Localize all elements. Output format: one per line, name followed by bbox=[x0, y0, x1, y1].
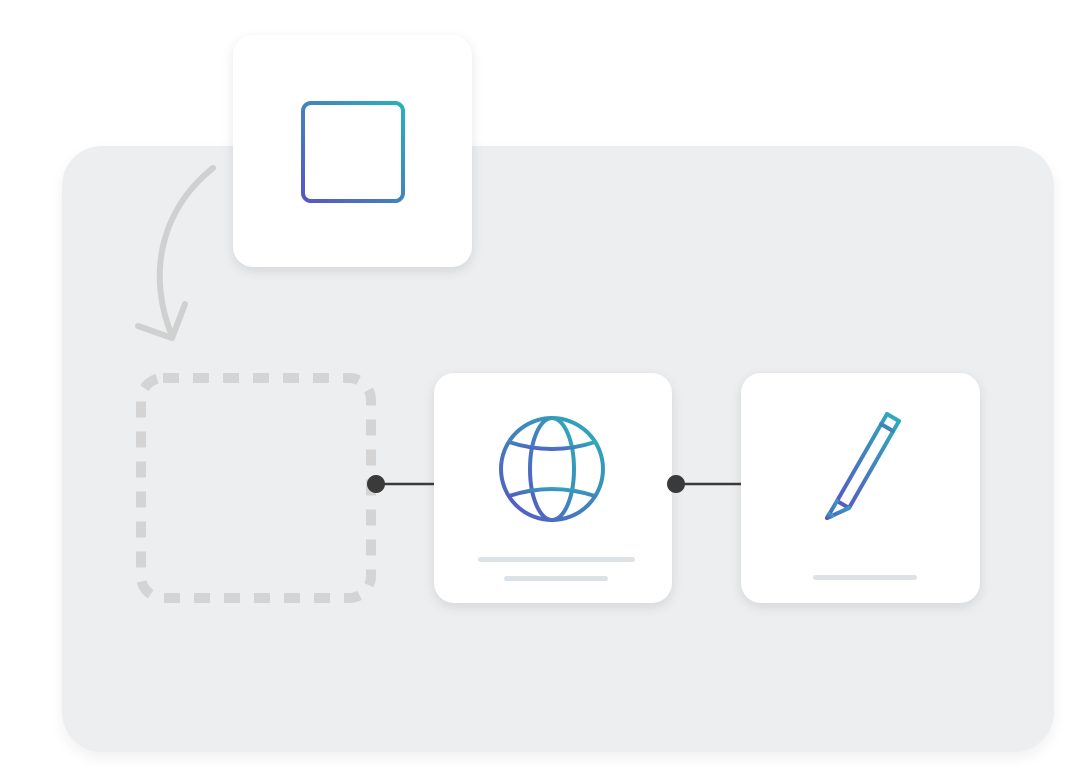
globe-icon bbox=[499, 416, 605, 522]
globe-node-subtitle-placeholder bbox=[504, 576, 608, 581]
calendar-icon bbox=[301, 89, 405, 203]
calendar-node-card[interactable] bbox=[233, 35, 472, 267]
pencil-icon bbox=[825, 412, 901, 520]
pencil-node-card[interactable] bbox=[741, 373, 980, 603]
drop-slot[interactable] bbox=[136, 373, 376, 603]
globe-node-title-placeholder bbox=[478, 557, 635, 562]
pencil-node-title-placeholder bbox=[813, 575, 917, 580]
globe-node-card[interactable] bbox=[434, 373, 672, 603]
